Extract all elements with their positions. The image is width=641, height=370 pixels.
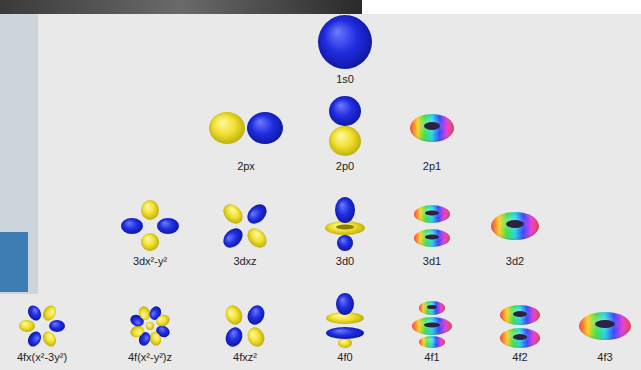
orbital-label: 4f(x²-y²)z: [128, 351, 172, 364]
p0-orbital: [329, 96, 361, 156]
torus-orbital: [579, 312, 631, 340]
torus: [419, 301, 445, 315]
torus-shade: [500, 328, 540, 348]
torus-hole: [425, 211, 439, 216]
orbital-label: 2p1: [423, 160, 441, 173]
torus-orbital: [412, 301, 452, 348]
lobe: [336, 293, 354, 315]
lobe: [244, 225, 271, 252]
lobe: [244, 201, 271, 228]
torus: [414, 229, 450, 247]
torus-shade: [412, 317, 452, 335]
lobe: [141, 233, 159, 251]
panel-background: [0, 14, 641, 370]
photo-fragment: [0, 14, 38, 294]
ring-hole: [336, 225, 354, 230]
orbital-label: 2px: [237, 160, 255, 173]
torus-orbital: [491, 212, 539, 240]
torus-orbital: [500, 305, 540, 348]
lobe: [338, 338, 352, 348]
ring: [326, 327, 364, 339]
orbital-label: 3d0: [336, 255, 354, 268]
torus: [414, 205, 450, 223]
orbital-label: 3dx²-y²: [133, 255, 167, 268]
lobe: [220, 201, 247, 228]
orbital-label: 3d1: [423, 255, 441, 268]
torus-orbital: [414, 205, 450, 247]
d-orbital: [121, 200, 179, 251]
lobe: [40, 329, 58, 349]
torus-orbital: [410, 114, 454, 142]
lobe: [157, 218, 179, 234]
px-orbital: [209, 112, 283, 144]
torus-hole: [513, 334, 527, 340]
torus: [412, 317, 452, 335]
lobe: [223, 325, 246, 350]
torus: [579, 312, 631, 340]
lobe: [40, 303, 58, 323]
lobe: [49, 320, 65, 332]
orbital-label: 3dxz: [233, 255, 256, 268]
torus-shade: [579, 312, 631, 340]
orbital-label: 4fxz²: [233, 351, 257, 364]
torus-shade: [414, 229, 450, 247]
torus: [500, 328, 540, 348]
torus-hole: [425, 235, 439, 240]
d0-orbital: [325, 197, 365, 251]
torus-shade: [419, 301, 445, 315]
torus-hole: [513, 311, 527, 317]
lobe: [329, 96, 361, 126]
f-orbital: [223, 303, 268, 350]
f-orbital: [19, 303, 65, 349]
lobe: [335, 197, 355, 223]
lobe: [209, 112, 245, 144]
lobe: [25, 303, 43, 323]
lobe: [146, 322, 154, 330]
torus-hole: [424, 323, 440, 328]
orbital-label: 4fx(x²-3y²): [17, 351, 67, 364]
photo-strip: [0, 0, 362, 16]
lobe: [141, 200, 159, 220]
torus-hole: [427, 305, 437, 309]
s-orbital: [318, 15, 372, 69]
lobe: [121, 218, 143, 234]
lobe: [220, 225, 247, 252]
orbital-label: 2p0: [336, 160, 354, 173]
d-orbital: [220, 201, 271, 252]
f0-orbital: [326, 293, 364, 348]
orbital-label: 4f2: [512, 351, 527, 364]
orbital-label: 4f3: [597, 351, 612, 364]
torus: [491, 212, 539, 240]
lobe: [25, 329, 43, 349]
orbital-label: 1s0: [336, 73, 354, 86]
torus: [419, 336, 445, 348]
torus-hole: [595, 320, 615, 328]
torus-shade: [414, 205, 450, 223]
torus-hole: [506, 220, 524, 228]
torus: [410, 114, 454, 142]
torus-hole: [424, 122, 440, 130]
lobe: [247, 112, 283, 144]
ring: [325, 221, 365, 235]
orbital-label: 4f1: [424, 351, 439, 364]
torus: [500, 305, 540, 325]
orbital-label: 3d2: [506, 255, 524, 268]
torus-shade: [491, 212, 539, 240]
lobe: [329, 126, 361, 156]
torus-shade: [500, 305, 540, 325]
photo-fragment: [0, 232, 28, 292]
lobe: [223, 303, 246, 328]
torus-shade: [410, 114, 454, 142]
lobe: [337, 235, 353, 251]
f-orbital: [129, 305, 172, 348]
lobe: [19, 320, 35, 332]
lobe: [154, 313, 171, 329]
orbital-label: 4f0: [337, 351, 352, 364]
torus-shade: [419, 336, 445, 348]
lobe: [245, 303, 268, 328]
lobe: [245, 325, 268, 350]
